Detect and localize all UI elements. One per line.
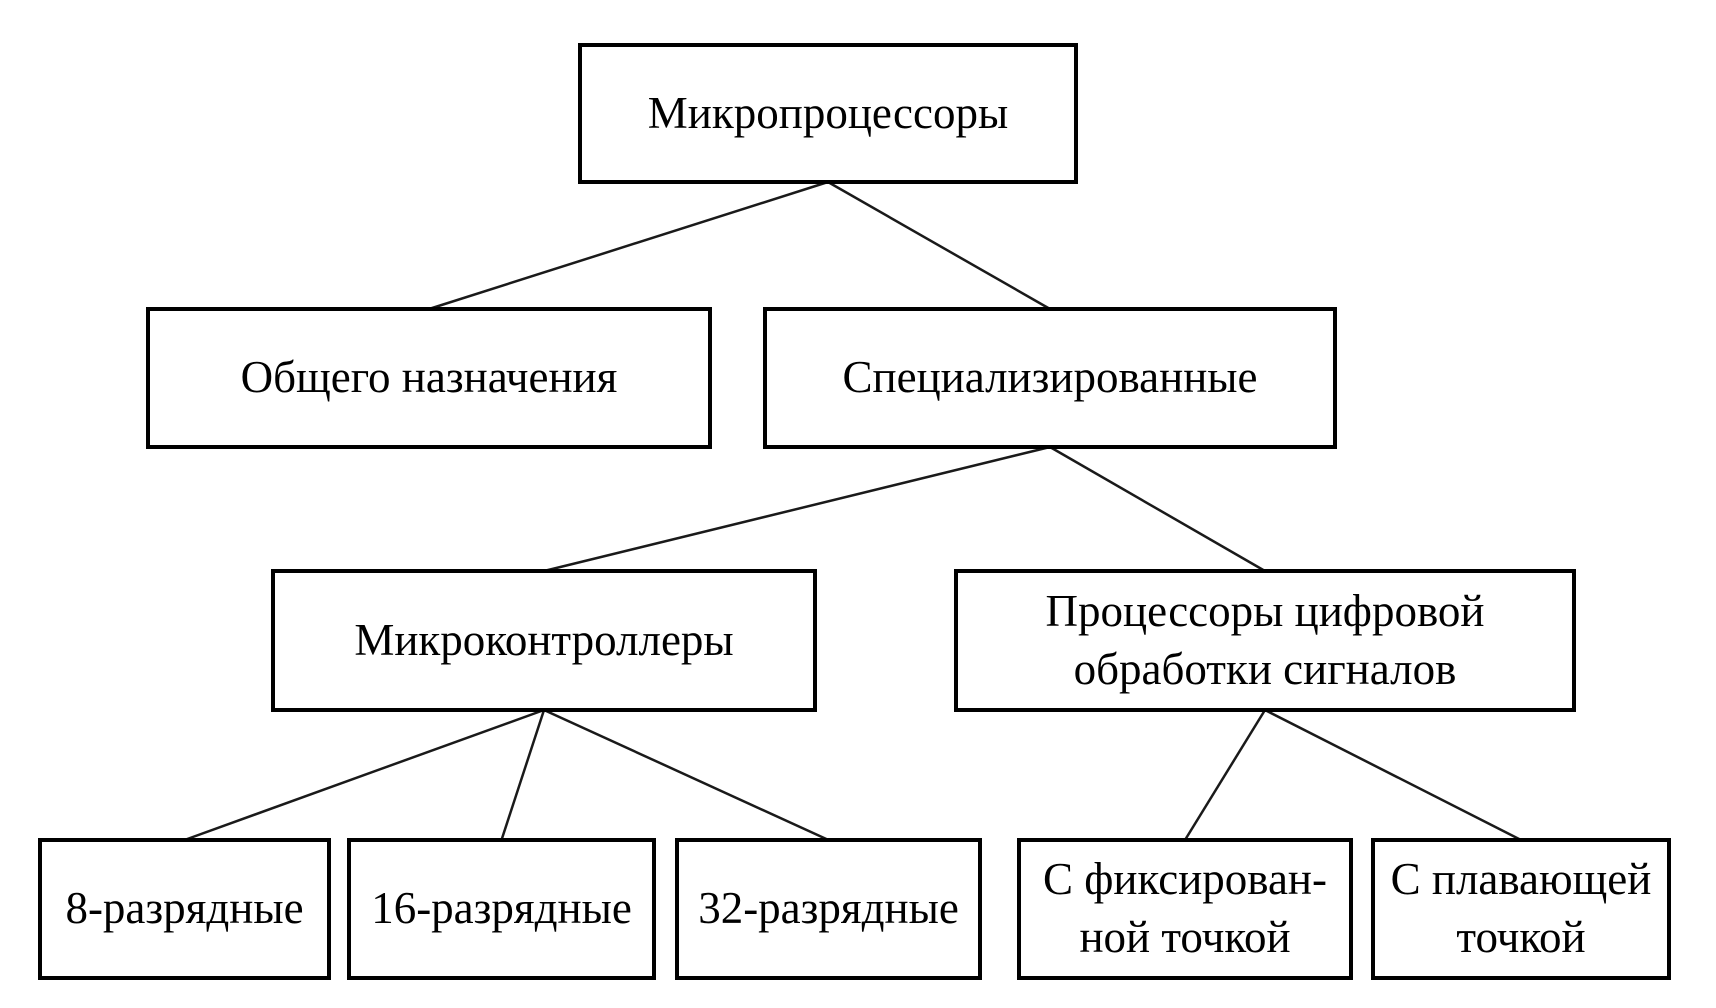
node-floating-point: С плавающей точкой bbox=[1371, 838, 1671, 980]
node-general-purpose-label: Общего назначения bbox=[240, 352, 618, 403]
node-16-bit-label: 16-разрядные bbox=[371, 883, 632, 934]
node-general-purpose: Общего назначения bbox=[146, 307, 712, 449]
node-fixed-point-label: С фиксирован- ной точкой bbox=[1043, 854, 1327, 962]
node-microprocessors: Микропроцессоры bbox=[578, 43, 1078, 184]
node-32-bit-label: 32-разрядные bbox=[698, 883, 959, 934]
node-dsp-processors-label: Процессоры цифровой обработки сигналов bbox=[1045, 585, 1485, 694]
node-microcontrollers: Микроконтроллеры bbox=[271, 569, 817, 712]
node-16-bit: 16-разрядные bbox=[347, 838, 656, 980]
node-fixed-point: С фиксирован- ной точкой bbox=[1017, 838, 1353, 980]
node-specialized-label: Специализированные bbox=[842, 352, 1258, 403]
node-microprocessors-label: Микропроцессоры bbox=[647, 87, 1009, 138]
node-8-bit: 8-разрядные bbox=[38, 838, 331, 980]
node-specialized: Специализированные bbox=[763, 307, 1337, 449]
node-floating-point-label: С плавающей точкой bbox=[1390, 854, 1652, 962]
node-microcontrollers-label: Микроконтроллеры bbox=[354, 614, 734, 665]
node-32-bit: 32-разрядные bbox=[675, 838, 982, 980]
node-8-bit-label: 8-разрядные bbox=[65, 883, 304, 934]
node-dsp-processors: Процессоры цифровой обработки сигналов bbox=[954, 569, 1576, 712]
